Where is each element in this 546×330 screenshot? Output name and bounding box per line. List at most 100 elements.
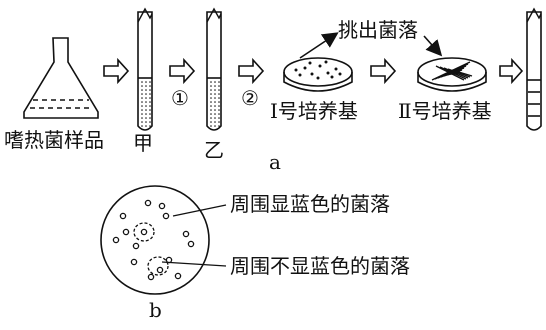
- medium-1-label: Ⅰ号培养基: [270, 99, 358, 123]
- colonies-b: [112, 199, 195, 281]
- streak-line: [447, 68, 471, 78]
- plate-2-streaks: [431, 61, 473, 81]
- medium-dot: [214, 105, 216, 107]
- tube-jia-dots: [141, 81, 151, 127]
- medium-dot: [141, 97, 143, 99]
- medium-dot: [149, 117, 151, 119]
- medium-dot: [145, 117, 147, 119]
- medium-dot: [218, 121, 220, 123]
- medium-dot: [214, 85, 216, 87]
- colony-circle: [187, 240, 195, 248]
- plate-2: [417, 57, 487, 92]
- medium-dot: [210, 117, 212, 119]
- medium-dot: [218, 109, 220, 111]
- colony-circle: [162, 212, 170, 220]
- medium-dot: [218, 81, 220, 83]
- pick-arrow-down: [423, 35, 443, 57]
- halos-b: [133, 222, 169, 276]
- medium-dot: [210, 81, 212, 83]
- medium-dot: [218, 101, 220, 103]
- caption-b: b: [149, 298, 162, 322]
- colony-dot: [303, 66, 307, 70]
- colony-circle: [130, 258, 138, 266]
- medium-dot: [141, 121, 143, 123]
- colony-circle: [144, 199, 152, 207]
- hollow-arrow-3: [238, 57, 265, 85]
- tube-yi: [206, 7, 222, 131]
- medium-dot: [145, 101, 147, 103]
- medium-dot: [210, 101, 212, 103]
- colony-circle: [122, 228, 130, 236]
- petri-dish-b: [100, 185, 210, 295]
- plate-1: [283, 57, 353, 92]
- colony-dot: [330, 75, 334, 79]
- flask: [23, 37, 99, 119]
- medium-dot: [210, 105, 212, 107]
- medium-dot: [141, 125, 143, 127]
- hollow-arrow-4: [370, 57, 397, 85]
- colony-dot: [324, 60, 328, 64]
- medium-dot: [218, 113, 220, 115]
- colony-circle: [147, 273, 155, 281]
- colony-dot: [338, 72, 342, 76]
- medium-dot: [141, 105, 143, 107]
- medium-dot: [145, 113, 147, 115]
- leader-blue: [172, 204, 227, 217]
- medium-dot: [141, 109, 143, 111]
- leader-not-blue: [161, 261, 227, 267]
- medium-dot: [149, 105, 151, 107]
- colony-dot: [294, 68, 298, 72]
- medium-dot: [210, 85, 212, 87]
- medium-dot: [145, 93, 147, 95]
- plate-1-colonies: [294, 60, 342, 80]
- colony-dot: [326, 71, 330, 75]
- halo-ring: [133, 222, 155, 242]
- colony-dot: [308, 61, 312, 65]
- medium-dot: [149, 81, 151, 83]
- colony-circle: [182, 230, 190, 238]
- medium-dot: [145, 81, 147, 83]
- colony-circle: [119, 212, 127, 220]
- medium-dot: [214, 117, 216, 119]
- medium-dot: [149, 97, 151, 99]
- colony-dot: [298, 73, 302, 77]
- tube-jia: [137, 7, 153, 131]
- hollow-arrow-1: [103, 57, 130, 85]
- medium-2-label: Ⅱ号培养基: [398, 99, 492, 123]
- medium-dot: [214, 93, 216, 95]
- medium-dot: [141, 101, 143, 103]
- medium-dot: [214, 113, 216, 115]
- tube-yi-dots: [210, 81, 220, 127]
- medium-dot: [210, 89, 212, 91]
- tube-yi-label: 乙: [204, 138, 224, 162]
- hollow-arrow-5: [499, 57, 524, 85]
- sample-label: 嗜热菌样品: [4, 128, 104, 152]
- colony-dot: [318, 64, 322, 68]
- medium-dot: [149, 89, 151, 91]
- step-1-label: ①: [171, 86, 189, 110]
- medium-dot: [210, 113, 212, 115]
- colony-not-blue-label: 周围不显蓝色的菌落: [230, 254, 410, 278]
- medium-dot: [149, 113, 151, 115]
- medium-dot: [218, 89, 220, 91]
- colony-circle: [156, 266, 164, 274]
- medium-dot: [210, 93, 212, 95]
- medium-dot: [145, 89, 147, 91]
- colony-blue-label: 周围显蓝色的菌落: [230, 192, 390, 216]
- medium-dot: [214, 101, 216, 103]
- medium-dot: [141, 113, 143, 115]
- medium-dot: [149, 101, 151, 103]
- medium-dot: [210, 121, 212, 123]
- medium-dot: [214, 97, 216, 99]
- medium-dot: [141, 117, 143, 119]
- tube-jia-label: 甲: [133, 131, 153, 155]
- medium-dot: [145, 125, 147, 127]
- medium-dot: [149, 109, 151, 111]
- colony-dot: [334, 67, 338, 71]
- medium-dot: [149, 125, 151, 127]
- colony-circle: [132, 242, 140, 250]
- medium-dot: [218, 97, 220, 99]
- step-2-label: ②: [241, 86, 259, 110]
- medium-dot: [141, 89, 143, 91]
- medium-dot: [218, 85, 220, 87]
